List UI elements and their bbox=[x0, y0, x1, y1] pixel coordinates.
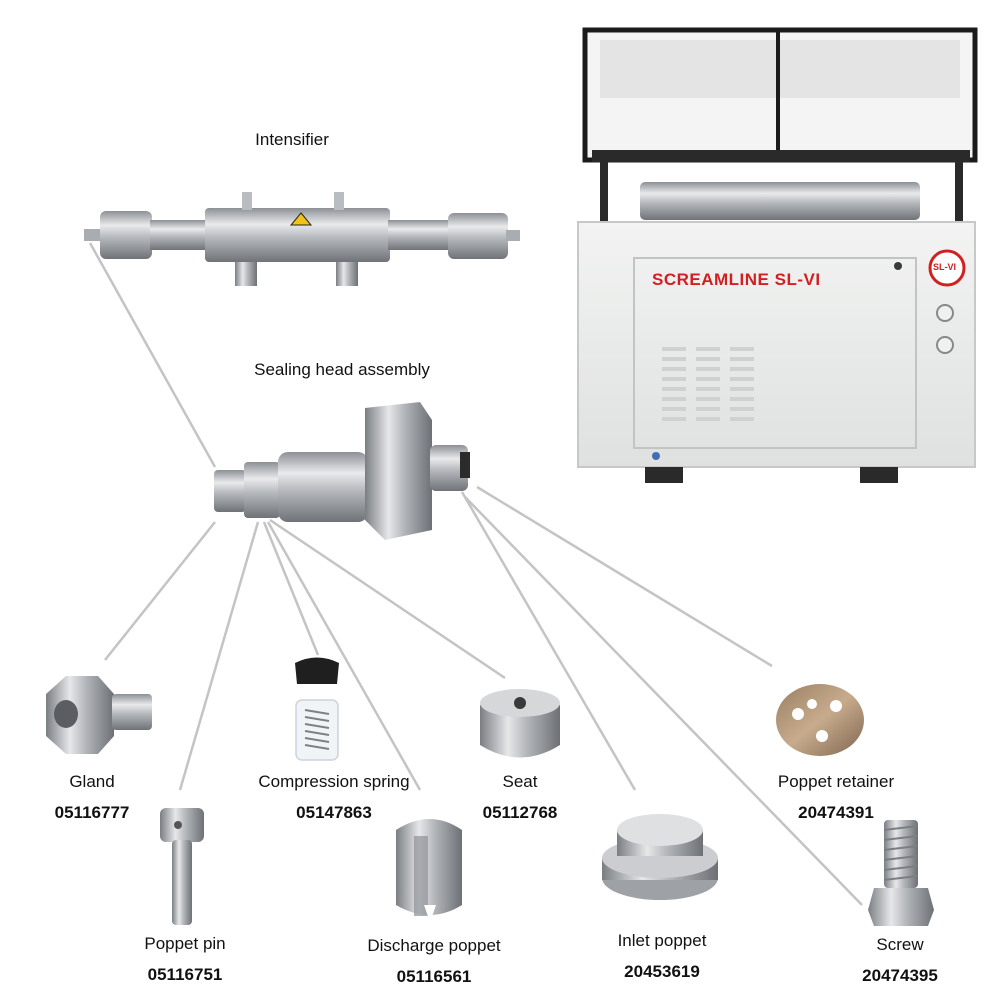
machine-badge-label: SL-VI bbox=[933, 262, 957, 272]
leader-discharge-poppet bbox=[266, 521, 422, 791]
leader-seat bbox=[269, 518, 506, 680]
part-name-gland: Gland bbox=[69, 772, 115, 791]
poppet-pin-image bbox=[160, 808, 204, 925]
part-name-screw: Screw bbox=[876, 935, 924, 954]
part-number-poppet-pin: 05116751 bbox=[147, 965, 223, 984]
gland-image bbox=[46, 676, 152, 754]
leader-lines bbox=[88, 242, 863, 906]
part-number-compression-spring: 05147863 bbox=[296, 803, 372, 822]
intensifier-title: Intensifier bbox=[255, 130, 329, 149]
leader-compression-spring bbox=[262, 521, 320, 656]
compression-spring-image bbox=[295, 657, 339, 761]
sealing-head-title: Sealing head assembly bbox=[254, 360, 430, 379]
poppet-retainer-image bbox=[776, 684, 864, 756]
part-name-inlet-poppet: Inlet poppet bbox=[617, 931, 707, 950]
part-number-poppet-retainer: 20474391 bbox=[798, 803, 874, 822]
part-name-compression-spring: Compression spring bbox=[258, 772, 410, 791]
leader-gland bbox=[104, 521, 216, 661]
inlet-poppet-image bbox=[602, 814, 718, 900]
leader-poppet-retainer bbox=[476, 485, 773, 668]
part-name-discharge-poppet: Discharge poppet bbox=[367, 936, 501, 955]
part-name-seat: Seat bbox=[502, 772, 538, 791]
machine-image bbox=[577, 27, 978, 483]
leader-poppet-pin bbox=[178, 521, 260, 791]
leader-screw bbox=[464, 496, 863, 906]
part-number-inlet-poppet: 20453619 bbox=[624, 962, 700, 981]
leader-intensifier-to-head bbox=[88, 242, 217, 468]
discharge-poppet-image bbox=[396, 819, 462, 922]
screw-image bbox=[868, 820, 934, 926]
seat-image bbox=[480, 689, 560, 758]
part-number-discharge-poppet: 05116561 bbox=[396, 967, 472, 986]
part-number-seat: 05112768 bbox=[482, 803, 558, 822]
part-number-gland: 05116777 bbox=[54, 803, 130, 822]
part-number-screw: 20474395 bbox=[862, 966, 938, 985]
part-name-poppet-pin: Poppet pin bbox=[144, 934, 226, 953]
machine-model-label: SCREAMLINE SL-VI bbox=[652, 270, 821, 289]
intensifier-image bbox=[84, 192, 520, 286]
sealing-head-image bbox=[214, 402, 470, 540]
leader-inlet-poppet bbox=[460, 491, 637, 791]
part-name-poppet-retainer: Poppet retainer bbox=[777, 772, 895, 791]
